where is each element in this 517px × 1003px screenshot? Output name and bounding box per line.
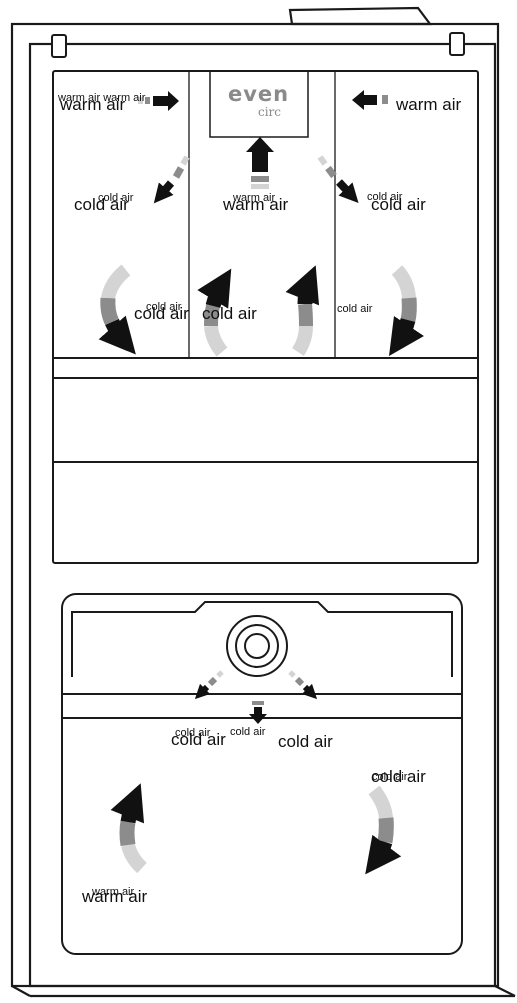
label-freezer-left-small: cold air — [175, 727, 211, 739]
label-fridge-mid-center: cold air — [202, 304, 257, 323]
label-fridge-left-cold-small: cold air — [98, 192, 134, 204]
cabinet-body — [10, 6, 516, 998]
label-fridge-center-warm-small: warm air — [233, 192, 276, 204]
label-fridge-right-cold-small: cold air — [367, 191, 403, 203]
fridge-right-curved-arrow — [389, 265, 424, 356]
fridge-mid-right-curved-arrow — [285, 265, 320, 356]
fridge-left-curved-arrow — [98, 264, 136, 355]
freezer-fan — [226, 615, 288, 677]
label-fridge-mid-left: cold air — [134, 304, 189, 323]
fridge-center-up-arrow — [246, 137, 274, 189]
even-circ-logo-sub: circ — [258, 105, 282, 119]
label-freezer-bottom-small: warm air — [92, 886, 135, 898]
label-freezer-center-small: cold air — [230, 726, 266, 738]
label-fridge-left-cold: cold air — [74, 195, 129, 214]
label-freezer-left: cold air — [171, 730, 226, 749]
fridge-compartment — [52, 70, 479, 564]
even-circ-logo-main: even — [228, 82, 290, 106]
freezer-left-diag-arrow — [194, 670, 224, 700]
fridge-mid-left-curved-arrow — [197, 268, 232, 357]
freezer-right-diag-arrow — [288, 670, 318, 700]
label-fridge-top-left: warm air — [60, 95, 126, 114]
door-hinges — [51, 32, 465, 58]
freezer-left-curved-arrow — [110, 783, 147, 874]
label-freezer-right: cold air — [371, 767, 426, 786]
fridge-top-left-arrow — [138, 91, 179, 111]
freezer-right-curved-arrow — [365, 785, 402, 875]
label-fridge-center-warm: warm air — [223, 195, 289, 214]
freezer-compartment — [61, 593, 463, 955]
fridge-right-diag-arrow — [317, 155, 359, 204]
label-fridge-mid-left-small: cold air — [146, 301, 182, 313]
label-fridge-mid-right-small: cold air — [337, 303, 373, 315]
fridge-top-right-arrow — [352, 90, 388, 110]
fridge-left-diag-arrow — [153, 155, 190, 204]
label-freezer-center: cold air — [278, 732, 333, 751]
label-fridge-top-right: warm air — [396, 95, 462, 114]
label-freezer-bottom: warm air — [82, 887, 148, 906]
label-fridge-right-cold: cold air — [371, 195, 426, 214]
label-fridge-top-left-small: warm air warm air — [58, 92, 146, 104]
freezer-center-down-arrow — [249, 701, 267, 724]
label-freezer-right-small: cold air — [372, 771, 408, 783]
